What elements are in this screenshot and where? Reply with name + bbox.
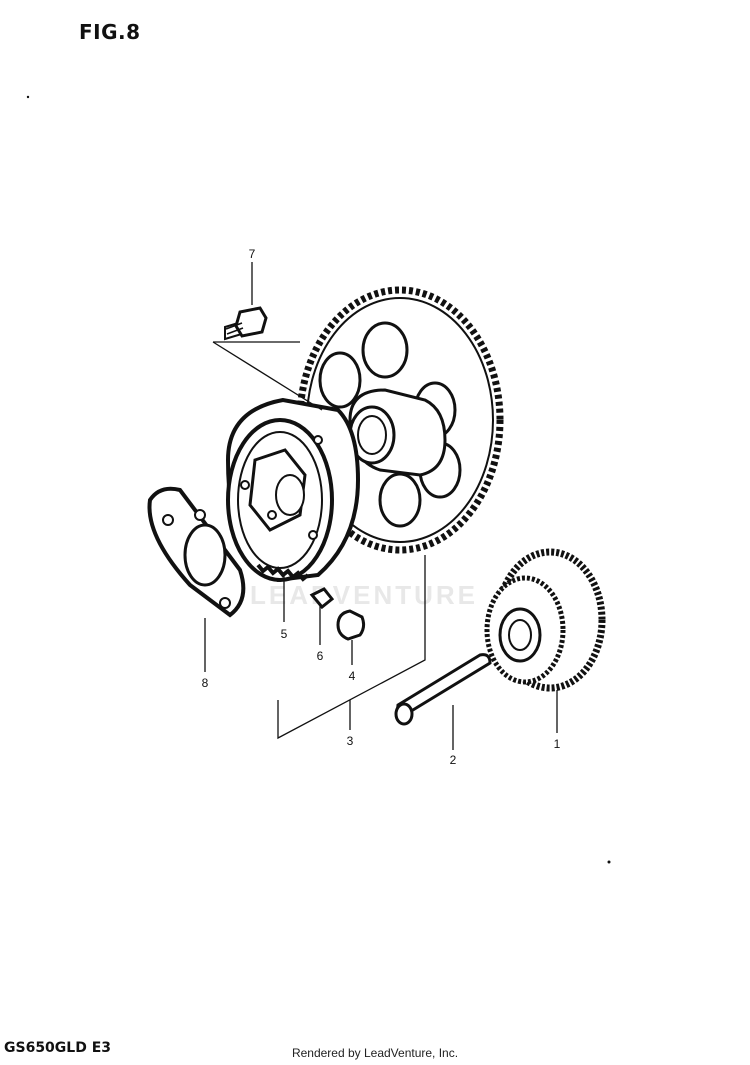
callout-7: 7	[249, 247, 256, 261]
watermark-text: LEADVENTURE	[250, 580, 479, 610]
callout-5: 5	[281, 627, 288, 641]
callout-4: 4	[349, 669, 356, 683]
clutch-plate	[147, 486, 246, 618]
model-code: GS650GLD E3	[4, 1040, 112, 1056]
leader-lines	[204, 262, 558, 750]
starter-driven-gear	[296, 286, 504, 554]
callout-2: 2	[450, 753, 457, 767]
callout-1: 1	[554, 737, 561, 751]
figure-title: FIG.8	[79, 20, 141, 44]
starter-clutch-body	[225, 397, 361, 583]
idle-gear-shaft	[394, 653, 492, 726]
roller	[336, 609, 366, 641]
callout-8: 8	[202, 676, 209, 690]
callout-3: 3	[347, 734, 354, 748]
bolt	[224, 306, 268, 341]
spring-cap	[309, 587, 335, 610]
starter-idle-gear	[484, 548, 606, 692]
footer-credit: Rendered by LeadVenture, Inc.	[291, 1046, 459, 1060]
spring	[256, 563, 310, 582]
callout-6: 6	[317, 649, 324, 663]
